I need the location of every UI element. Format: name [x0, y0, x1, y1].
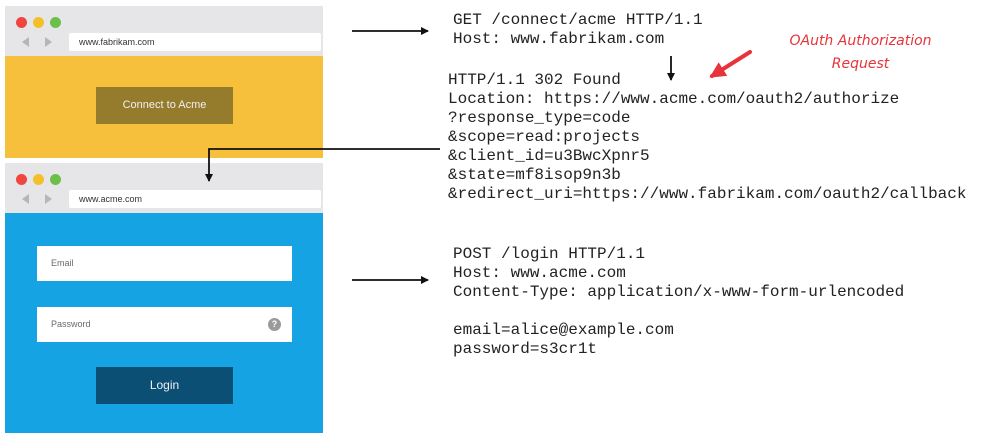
code-line: email=alice@example.com: [453, 321, 674, 339]
email-placeholder: Email: [51, 258, 74, 268]
browser-chrome: www.fabrikam.com: [5, 6, 323, 56]
login-request: POST /login HTTP/1.1 Host: www.acme.com …: [453, 245, 904, 359]
password-field[interactable]: Password ?: [37, 307, 292, 342]
annotation-arrow: [709, 50, 752, 78]
redirect-response: HTTP/1.1 302 Found Location: https://www…: [448, 71, 966, 204]
browser-chrome: www.acme.com: [5, 163, 323, 213]
code-line: &state=mf8isop9n3b: [448, 166, 621, 184]
annotation-line: OAuth Authorization: [789, 33, 932, 49]
code-line: &scope=read:projects: [448, 128, 641, 146]
redirect-to-login-arrow: [205, 148, 440, 182]
back-arrow-icon[interactable]: [22, 194, 29, 204]
code-line: &redirect_uri=https://www.fabrikam.com/o…: [448, 185, 967, 203]
code-line: password=s3cr1t: [453, 340, 598, 358]
forward-arrow-icon[interactable]: [45, 194, 52, 204]
login-button[interactable]: Login: [96, 367, 233, 404]
maximize-window-icon[interactable]: [50, 17, 61, 28]
close-window-icon[interactable]: [16, 17, 27, 28]
close-window-icon[interactable]: [16, 174, 27, 185]
address-bar[interactable]: www.fabrikam.com: [69, 33, 321, 51]
minimize-window-icon[interactable]: [33, 17, 44, 28]
fabrikam-page-content: Connect to Acme: [5, 56, 323, 158]
oauth-annotation: OAuth Authorization Request: [773, 30, 948, 76]
code-line: GET /connect/acme HTTP/1.1: [453, 11, 703, 29]
code-line: Host: www.acme.com: [453, 264, 626, 282]
code-line: Location: https://www.acme.com/oauth2/au…: [448, 90, 900, 108]
code-line: POST /login HTTP/1.1: [453, 245, 646, 263]
code-line: &client_id=u3BwcXpnr5: [448, 147, 650, 165]
address-bar[interactable]: www.acme.com: [69, 190, 321, 208]
code-line: HTTP/1.1 302 Found: [448, 71, 621, 89]
code-line: Content-Type: application/x-www-form-url…: [453, 283, 905, 301]
annotation-line: Request: [831, 56, 890, 72]
fabrikam-browser-window: www.fabrikam.com Connect to Acme: [5, 6, 323, 158]
code-line: ?response_type=code: [448, 109, 631, 127]
help-icon[interactable]: ?: [268, 318, 281, 331]
connect-to-acme-button[interactable]: Connect to Acme: [96, 87, 233, 124]
code-line: Host: www.fabrikam.com: [453, 30, 665, 48]
password-placeholder: Password: [51, 319, 91, 329]
maximize-window-icon[interactable]: [50, 174, 61, 185]
connect-request: GET /connect/acme HTTP/1.1 Host: www.fab…: [453, 11, 703, 49]
minimize-window-icon[interactable]: [33, 174, 44, 185]
forward-arrow-icon[interactable]: [45, 37, 52, 47]
email-field[interactable]: Email: [37, 246, 292, 281]
back-arrow-icon[interactable]: [22, 37, 29, 47]
acme-browser-window: www.acme.com Email Password ? Login: [5, 163, 323, 433]
acme-login-content: Email Password ? Login: [5, 213, 323, 433]
